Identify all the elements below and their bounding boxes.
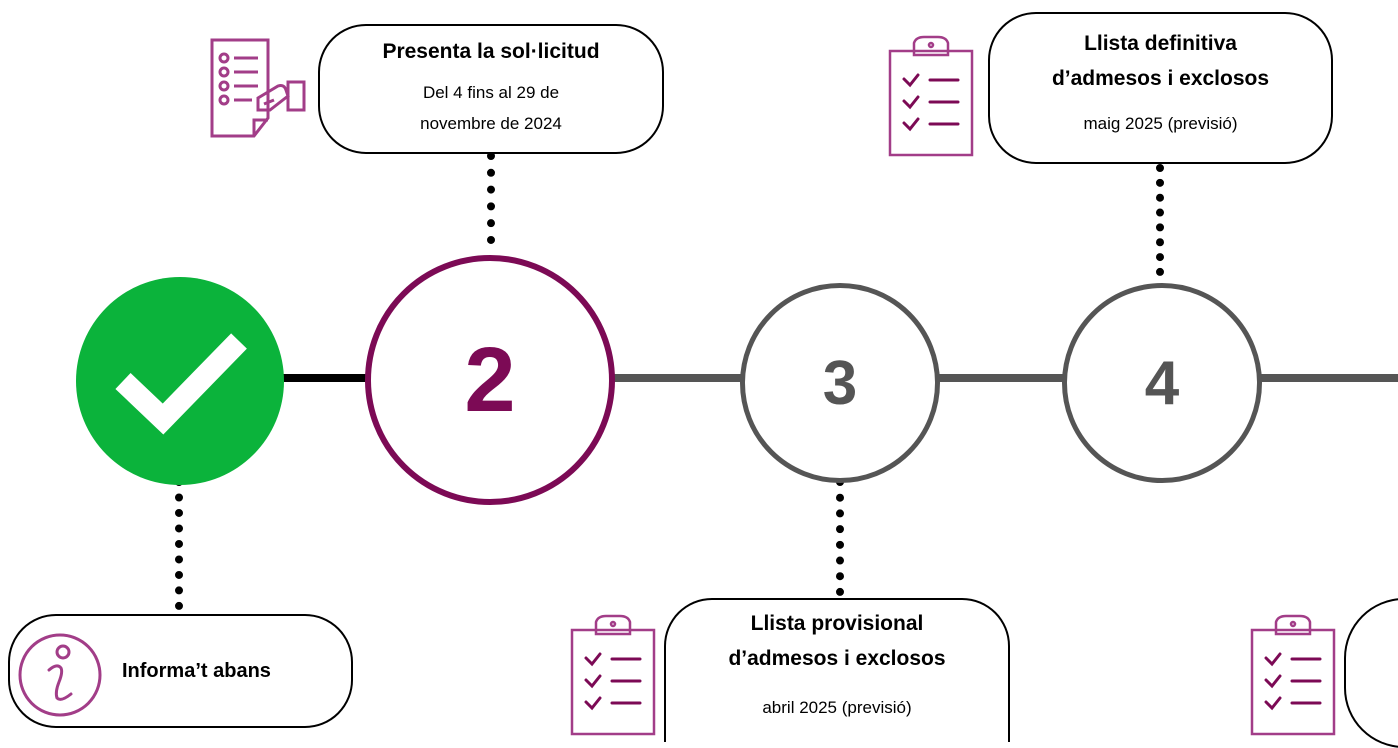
step-4-title-line2: d’admesos i exclosos bbox=[1051, 67, 1270, 90]
step-2-detail-line2: novembre de 2024 bbox=[420, 114, 562, 133]
step-4-label-bubble: Llista definitiva d’admesos i exclosos m… bbox=[988, 12, 1333, 164]
step-4-circle: 4 bbox=[1062, 283, 1262, 483]
clipboard-checklist-icon bbox=[568, 614, 660, 743]
step-number: 4 bbox=[1144, 348, 1180, 418]
clipboard-checklist-icon bbox=[886, 35, 978, 164]
step-5-label-bubble bbox=[1344, 598, 1398, 748]
connector-2-3 bbox=[610, 374, 750, 382]
check-icon bbox=[105, 319, 255, 444]
step-4-title-line1: Llista definitiva bbox=[1084, 32, 1237, 55]
connector-1-2 bbox=[280, 374, 370, 382]
step-3-circle: 3 bbox=[740, 283, 940, 483]
step-number: 2 bbox=[464, 328, 516, 431]
step-1-title: Informa’t abans bbox=[122, 660, 271, 682]
step-2-title: Presenta la sol·licitud bbox=[382, 40, 600, 63]
dotted-connector-step-1 bbox=[175, 478, 183, 610]
step-3-label-bubble: Llista provisional d’admesos i exclosos … bbox=[664, 598, 1010, 742]
step-2-circle: 2 bbox=[365, 255, 615, 505]
dotted-connector-step-2 bbox=[487, 152, 495, 244]
step-2-detail-line1: Del 4 fins al 29 de bbox=[422, 83, 560, 102]
step-3-detail: abril 2025 (previsió) bbox=[762, 698, 912, 717]
dotted-connector-step-4 bbox=[1156, 164, 1164, 276]
step-2-label-bubble: Presenta la sol·licitud Del 4 fins al 29… bbox=[318, 24, 664, 154]
step-4-detail: maig 2025 (previsió) bbox=[1083, 114, 1238, 133]
step-number: 3 bbox=[822, 348, 858, 418]
step-1-label-bubble bbox=[8, 614, 353, 728]
info-icon bbox=[15, 630, 105, 725]
dotted-connector-step-3 bbox=[836, 478, 844, 596]
clipboard-checklist-icon bbox=[1248, 614, 1340, 743]
step-1-done-circle bbox=[76, 277, 284, 485]
connector-4-5 bbox=[1255, 374, 1398, 382]
step-3-title-line1: Llista provisional bbox=[750, 612, 924, 635]
step-3-title-line2: d’admesos i exclosos bbox=[728, 647, 946, 670]
connector-3-4 bbox=[935, 374, 1070, 382]
form-hand-icon bbox=[208, 36, 312, 147]
